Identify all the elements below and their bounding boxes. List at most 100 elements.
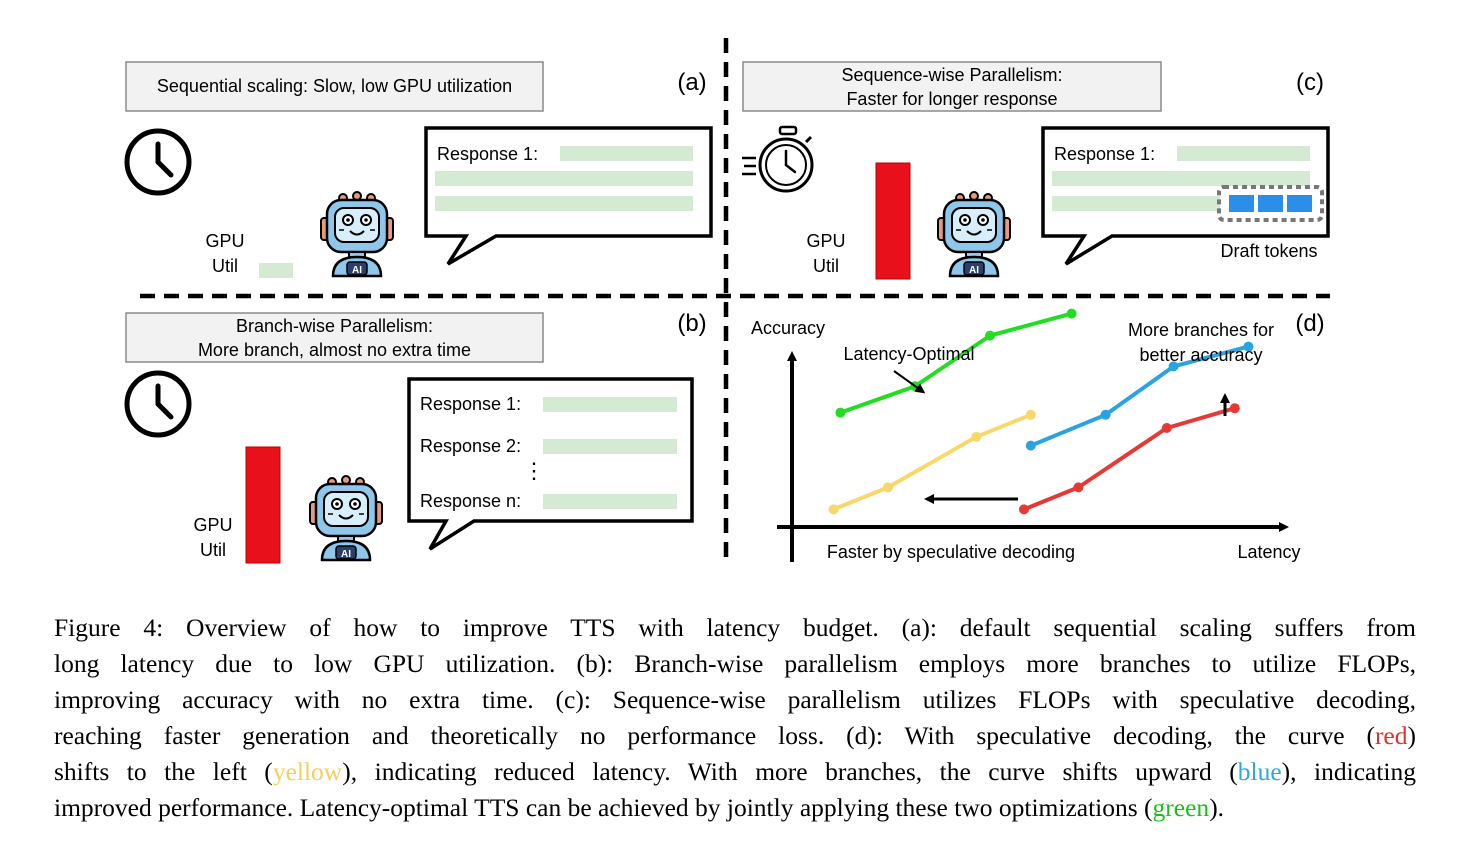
caption-text: ).: [1209, 793, 1225, 822]
figure-caption: Figure 4: Overview of how to improve TTS…: [54, 610, 1416, 826]
data-point-red: [1229, 403, 1240, 414]
panel-a-gpu-label: GPU: [205, 231, 244, 251]
annot-latency-optimal-arrow: [893, 370, 926, 394]
series-line-red: [1023, 406, 1236, 512]
data-point-blue: [1100, 409, 1111, 420]
panel-b-title-line1: Branch-wise Parallelism:: [236, 316, 433, 336]
data-point-yellow: [828, 504, 839, 515]
draft-tokens-label: Draft tokens: [1220, 241, 1317, 261]
draft-token: [1258, 195, 1283, 212]
caption-yellow-word: yellow: [272, 757, 343, 786]
response-line: [435, 171, 693, 186]
caption-line: improved performance. Latency-optimal TT…: [54, 790, 1416, 826]
caption-green-word: green: [1152, 793, 1210, 822]
panel-b-response-1: Response 1:: [420, 394, 521, 414]
data-point-yellow: [971, 431, 982, 442]
panel-a-gpu-bar: [259, 263, 293, 278]
panel-c-gpu-bar: [875, 162, 911, 280]
panel-d-label: (d): [1295, 310, 1324, 337]
series-line-green: [839, 311, 1073, 415]
response-line: [1052, 196, 1220, 211]
response-line: [1052, 171, 1310, 186]
caption-line: reaching faster generation and theoretic…: [54, 718, 1416, 754]
robot-badge: AI: [352, 265, 362, 276]
panel-b-gpu-bar: [245, 446, 281, 564]
panel-b-gpu-label: GPU: [193, 515, 232, 535]
panel-b-util-label: Util: [200, 540, 226, 560]
data-point-red: [1073, 482, 1084, 493]
caption-blue-word: blue: [1237, 757, 1282, 786]
panel-b-response-2: Response 2:: [420, 436, 521, 456]
panel-a-title-box: [125, 61, 544, 112]
annot-latency-optimal: Latency-Optimal: [843, 344, 974, 364]
figure-diagram: Sequential scaling: Slow, low GPU utiliz…: [124, 38, 1330, 565]
panel-c-title-line1: Sequence-wise Parallelism:: [841, 65, 1062, 85]
panel-c-title-box: [742, 61, 1162, 112]
panel-a-util-label: Util: [212, 256, 238, 276]
caption-text: improved performance. Latency-optimal TT…: [54, 793, 1153, 822]
data-point-green: [835, 407, 846, 418]
panel-b-response-n: Response n:: [420, 491, 521, 511]
panel-a-label: (a): [677, 69, 706, 96]
response-line: [543, 494, 677, 509]
panel-c-title-line2: Faster for longer response: [846, 89, 1057, 109]
panel-b-title-box: [125, 312, 544, 363]
panel-b-ellipsis: ⋮: [523, 458, 545, 483]
panel-d: (d) Accuracy Latency Faster by speculati…: [751, 308, 1325, 562]
data-point-green: [1066, 308, 1077, 319]
panel-c-gpu-label: GPU: [806, 231, 845, 251]
annot-branches-line2: better accuracy: [1139, 345, 1262, 365]
data-point-yellow: [1025, 409, 1036, 420]
draft-token: [1229, 195, 1254, 212]
draft-tokens-box: [1217, 185, 1324, 222]
data-point-yellow: [883, 482, 893, 493]
data-point-blue: [1168, 361, 1179, 372]
caption-red-word: red: [1374, 721, 1408, 750]
data-point-blue: [1025, 440, 1036, 451]
response-line: [543, 439, 677, 454]
response-line: [543, 397, 677, 412]
panel-c: Sequence-wise Parallelism: Faster for lo…: [742, 61, 1330, 280]
clock-icon: [124, 370, 192, 438]
caption-text: ): [1407, 721, 1417, 750]
panel-a-response-label: Response 1:: [437, 144, 538, 164]
annot-branches-line1: More branches for: [1128, 320, 1274, 340]
response-line: [560, 146, 693, 161]
response-line: [435, 196, 693, 211]
caption-line: long latency due to low GPU utilization.…: [54, 649, 1416, 678]
panel-a-title: Sequential scaling: Slow, low GPU utiliz…: [157, 76, 512, 96]
panel-c-label: (c): [1296, 69, 1324, 96]
x-axis-label: Latency: [1237, 542, 1300, 562]
panel-a: Sequential scaling: Slow, low GPU utiliz…: [124, 61, 713, 278]
stopwatch-icon: [742, 125, 814, 193]
robot-icon: [308, 474, 384, 562]
series-line-blue: [1030, 344, 1249, 448]
data-point-red: [1019, 504, 1029, 515]
caption-text: shifts to the left (: [54, 757, 273, 786]
data-point-blue: [1243, 341, 1254, 352]
caption-line: shifts to the left (yellow), indicating …: [54, 754, 1416, 790]
robot-icon: [319, 190, 395, 278]
x-axis-note: Faster by speculative decoding: [827, 542, 1075, 562]
panel-b-title-line2: More branch, almost no extra time: [198, 340, 471, 360]
panel-c-util-label: Util: [813, 256, 839, 276]
chart-series: [828, 308, 1254, 515]
draft-token: [1287, 195, 1312, 212]
panel-c-response-label: Response 1:: [1054, 144, 1155, 164]
response-line: [1177, 146, 1310, 161]
y-axis-label: Accuracy: [751, 318, 825, 338]
caption-text: reaching faster generation and theoretic…: [54, 721, 1375, 750]
series-line-yellow: [832, 412, 1032, 512]
caption-text: ), indicating reduced latency. With more…: [342, 757, 1238, 786]
caption-line: improving accuracy with no extra time. (…: [54, 685, 1416, 714]
robot-icon: [936, 190, 1012, 278]
data-point-green: [985, 330, 995, 341]
robot-badge: AI: [969, 265, 979, 276]
robot-badge: AI: [341, 549, 351, 560]
panel-b: Branch-wise Parallelism: More branch, al…: [124, 310, 707, 564]
caption-text: ), indicating: [1281, 757, 1417, 786]
clock-icon: [124, 128, 192, 196]
caption-line: Figure 4: Overview of how to improve TTS…: [54, 613, 1416, 642]
data-point-red: [1161, 423, 1172, 433]
panel-b-label: (b): [677, 310, 706, 337]
